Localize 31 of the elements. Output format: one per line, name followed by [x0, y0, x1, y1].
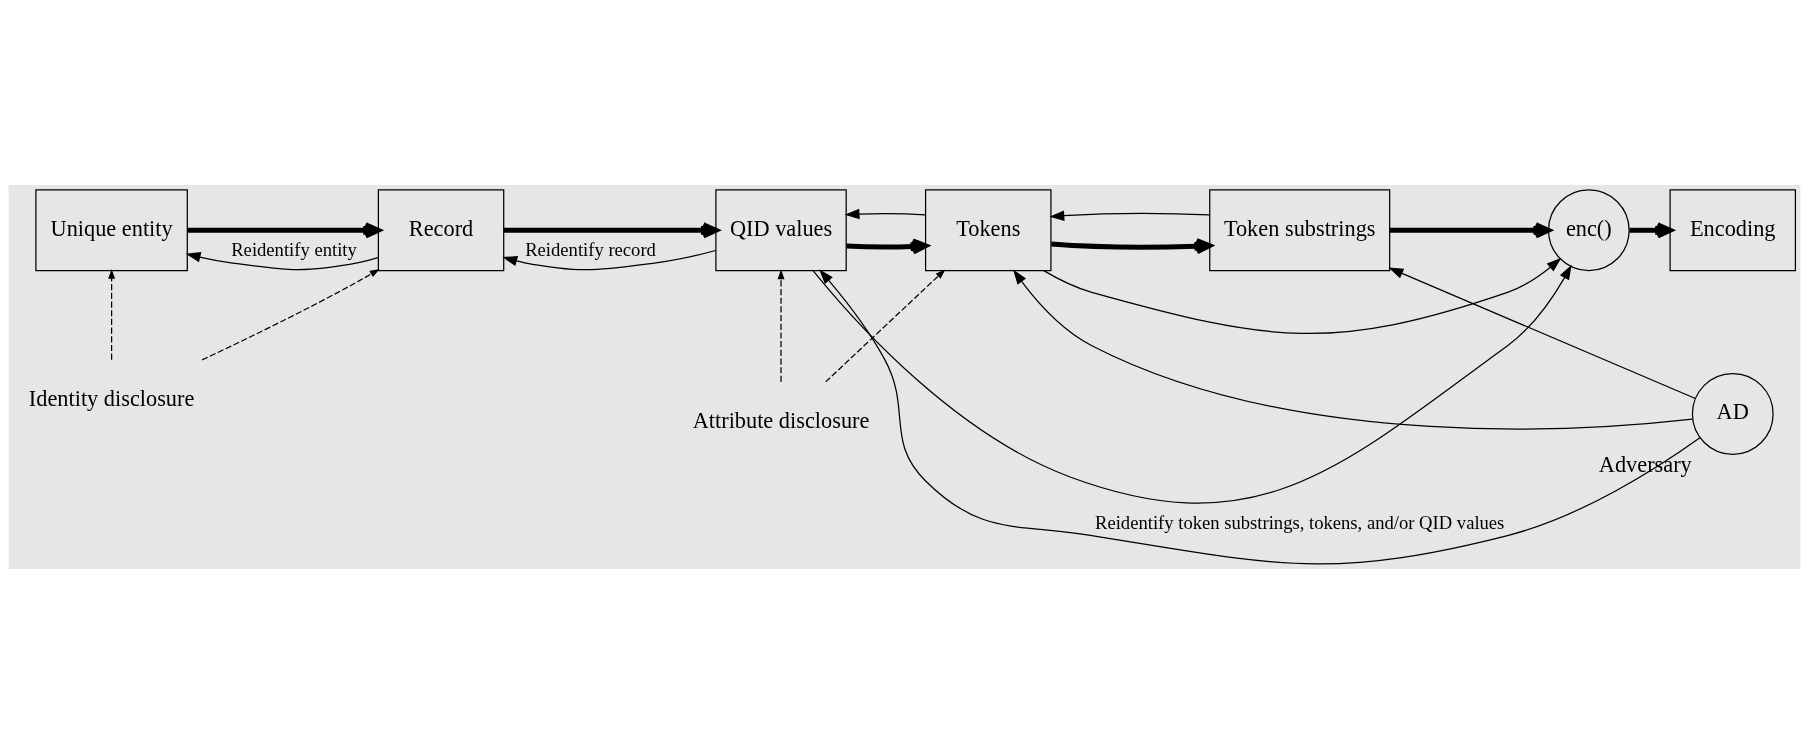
node-box: Unique entity: [35, 189, 188, 272]
arrow: [108, 268, 116, 361]
arrow: [187, 222, 381, 239]
arrow: [1629, 222, 1673, 239]
arrow: [185, 252, 379, 271]
arrow: [812, 264, 1572, 504]
node-text: Attribute disclosure: [692, 408, 870, 434]
arrow: [825, 269, 946, 383]
node-box: Token substrings: [1209, 189, 1391, 272]
arrow: [819, 269, 1701, 565]
node-box: Tokens: [924, 189, 1052, 272]
arrow: [1043, 257, 1562, 334]
arrow: [1013, 269, 1693, 430]
arrow: [844, 208, 927, 220]
arrow: [846, 238, 929, 255]
node-text: Identity disclosure: [28, 385, 195, 411]
arrow: [503, 222, 719, 239]
node-circle: AD: [1691, 373, 1774, 455]
edge-label: Reidentify entity: [231, 239, 357, 261]
edge-label: Reidentify record: [525, 239, 656, 261]
arrow: [1051, 238, 1213, 255]
node-box: Record: [377, 189, 505, 272]
arrow: [1049, 210, 1210, 221]
arrow: [777, 269, 785, 383]
arrow: [201, 268, 380, 361]
arrow: [502, 249, 717, 271]
arrow: [1388, 267, 1696, 400]
node-box: QID values: [715, 189, 847, 272]
edge-label: Reidentify token substrings, tokens, and/or QID values: [1095, 512, 1505, 534]
arrow: [1389, 222, 1552, 239]
node-box: Encoding: [1669, 189, 1797, 272]
